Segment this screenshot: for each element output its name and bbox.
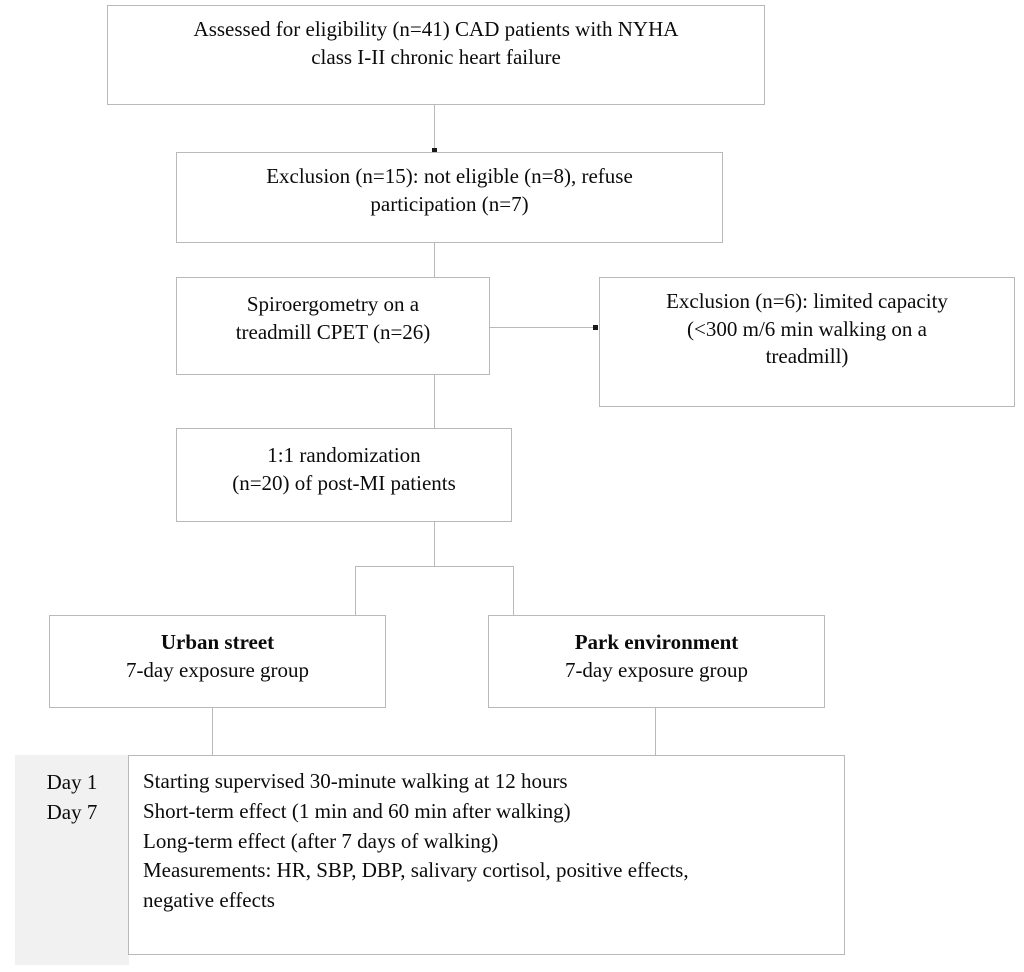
node-assessed-for-eligibility: Assessed for eligibility (n=41) CAD pati…	[107, 5, 765, 105]
node-protocol-text: Starting supervised 30-minute walking at…	[143, 767, 834, 916]
node-exclusion2-line-1: Exclusion (n=6): limited capacity	[666, 289, 948, 313]
node-exclusion-1-text: Exclusion (n=15): not eligible (n=8), re…	[177, 163, 722, 218]
node-urban-title: Urban street	[160, 630, 275, 654]
node-exclusion-not-eligible: Exclusion (n=15): not eligible (n=8), re…	[176, 152, 723, 243]
connector-exclusion1-to-spiroergometry	[434, 242, 435, 278]
node-randomization: 1:1 randomization (n=20) of post-MI pati…	[176, 428, 512, 522]
node-assessed-line-1: Assessed for eligibility (n=41) CAD pati…	[193, 17, 679, 41]
connector-split-to-park	[513, 566, 514, 615]
protocol-line-1: Starting supervised 30-minute walking at…	[143, 769, 568, 793]
node-spiroergometry-cpet: Spiroergometry on a treadmill CPET (n=26…	[176, 277, 490, 375]
node-assessed-for-eligibility-text: Assessed for eligibility (n=41) CAD pati…	[108, 16, 764, 71]
connector-spiroergometry-to-randomization	[434, 375, 435, 429]
node-exclusion2-line-3: treadmill)	[765, 344, 849, 369]
node-randomization-text: 1:1 randomization (n=20) of post-MI pati…	[177, 442, 511, 497]
node-park-subtitle: 7-day exposure group	[564, 657, 749, 682]
connector-park-to-protocol	[655, 708, 656, 756]
node-exclusion-2-text: Exclusion (n=6): limited capacity (<300 …	[600, 288, 1014, 371]
arrowhead-spiroergometry-to-exclusion2	[593, 325, 598, 330]
connector-split-to-urban	[355, 566, 356, 615]
node-park-text: Park environment 7-day exposure group	[489, 629, 824, 684]
node-spiroergometry-text: Spiroergometry on a treadmill CPET (n=26…	[177, 291, 489, 346]
connector-eligibility-to-exclusion1	[434, 105, 435, 153]
protocol-line-3: Long-term effect (after 7 days of walkin…	[143, 828, 499, 853]
node-exclusion2-line-2: (<300 m/6 min walking on a	[687, 316, 927, 341]
node-park-environment-group: Park environment 7-day exposure group	[488, 615, 825, 708]
node-urban-street-group: Urban street 7-day exposure group	[49, 615, 386, 708]
node-assessed-line-2: class I-II chronic heart failure	[311, 44, 561, 69]
day-label-last: Day 7	[46, 800, 98, 825]
connector-spiroergometry-to-exclusion2	[490, 327, 598, 328]
connector-randomization-split-bar	[355, 566, 514, 567]
node-random-line-2: (n=20) of post-MI patients	[232, 470, 456, 495]
node-random-line-1: 1:1 randomization	[267, 443, 421, 467]
protocol-line-5: negative effects	[143, 888, 275, 913]
node-exclusion1-line-1: Exclusion (n=15): not eligible (n=8), re…	[266, 164, 633, 188]
node-exclusion1-line-2: participation (n=7)	[370, 191, 529, 216]
arrowhead-eligibility-to-exclusion1	[432, 148, 437, 153]
connector-urban-to-protocol	[212, 708, 213, 756]
node-exclusion-limited-capacity: Exclusion (n=6): limited capacity (<300 …	[599, 277, 1015, 407]
connector-randomization-stem	[434, 522, 435, 566]
node-spiro-line-2: treadmill CPET (n=26)	[235, 319, 431, 344]
node-park-title: Park environment	[574, 630, 739, 654]
node-urban-text: Urban street 7-day exposure group	[50, 629, 385, 684]
day-label-first: Day 1	[46, 770, 98, 794]
protocol-line-2: Short-term effect (1 min and 60 min afte…	[143, 798, 571, 823]
node-protocol-measurements: Starting supervised 30-minute walking at…	[128, 755, 845, 955]
day-labels-panel: Day 1 Day 7	[15, 755, 129, 965]
node-spiro-line-1: Spiroergometry on a	[246, 292, 420, 316]
node-urban-subtitle: 7-day exposure group	[125, 657, 310, 682]
protocol-line-4: Measurements: HR, SBP, DBP, salivary cor…	[143, 858, 689, 883]
